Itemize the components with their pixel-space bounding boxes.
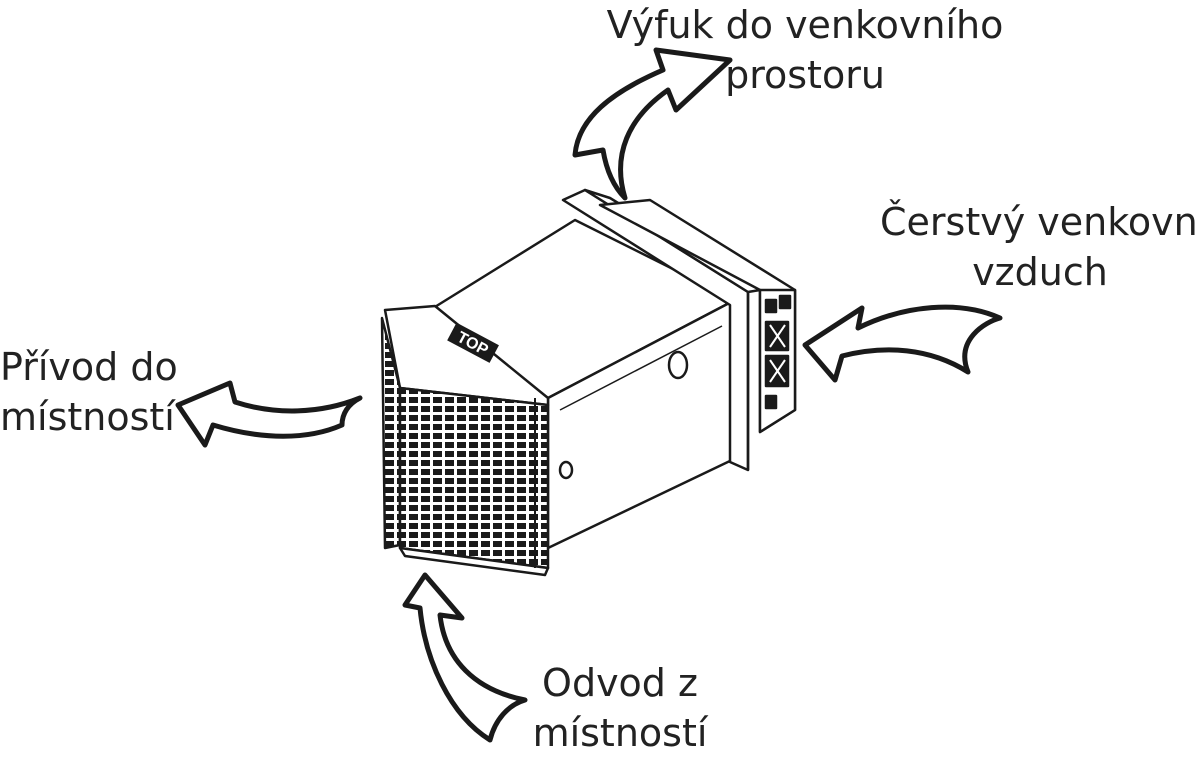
label-extract: Odvod z místností xyxy=(530,658,710,758)
arrow-supply xyxy=(175,380,363,448)
label-supply-line1: Přívod do xyxy=(0,345,178,389)
label-fresh-line1: Čerstvý venkovní xyxy=(880,200,1200,244)
arrow-extract xyxy=(402,572,528,743)
arrow-exhaust xyxy=(572,47,733,201)
label-exhaust-line1: Výfuk do venkovního xyxy=(606,3,1004,47)
ventilation-unit xyxy=(380,188,797,577)
label-exhaust-line2: prostoru xyxy=(725,53,885,97)
label-extract-line2: místností xyxy=(532,711,708,755)
label-supply: Přívod do místností xyxy=(0,342,180,442)
arrow-fresh xyxy=(802,304,1003,383)
label-fresh-line2: vzduch xyxy=(972,250,1108,294)
label-supply-line2: místností xyxy=(0,395,175,439)
label-exhaust: Výfuk do venkovního prostoru xyxy=(600,0,1010,100)
label-fresh-air: Čerstvý venkovní vzduch xyxy=(880,197,1200,297)
label-extract-line1: Odvod z xyxy=(542,661,698,705)
